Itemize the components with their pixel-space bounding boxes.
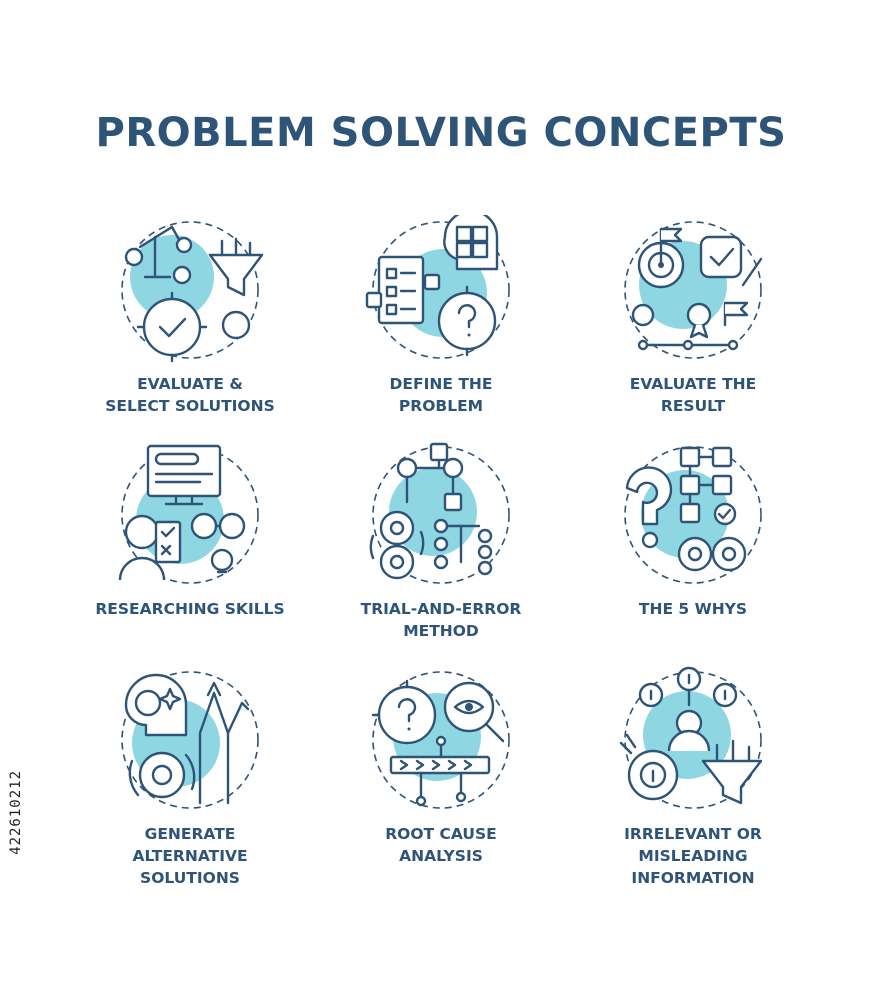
funnel-check-icon — [121, 221, 264, 363]
stock-id-label: 422610212 — [8, 770, 24, 855]
puzzle-question-icon — [365, 215, 510, 359]
target-check-icon — [624, 221, 763, 359]
monitor-binoculars-icon — [118, 444, 259, 584]
question-flowchart-icon — [624, 446, 762, 584]
concept-card-evaluate-select: EVALUATE &SELECT SOLUTIONS — [60, 215, 320, 417]
page-title: PROBLEM SOLVING CONCEPTS — [95, 110, 787, 156]
concept-label: EVALUATE &SELECT SOLUTIONS — [105, 375, 275, 415]
info-funnel-icon — [619, 666, 763, 809]
flowchart-gears-icon — [369, 442, 510, 584]
concept-card-researching-skills: RESEARCHING SKILLS — [60, 440, 320, 620]
magnifier-question-icon — [371, 671, 510, 809]
concept-label: RESEARCHING SKILLS — [95, 600, 285, 618]
concept-card-five-whys: THE 5 WHYS — [563, 440, 823, 620]
concept-label: THE 5 WHYS — [638, 600, 748, 618]
lightbulb-arrows-icon — [121, 671, 259, 809]
